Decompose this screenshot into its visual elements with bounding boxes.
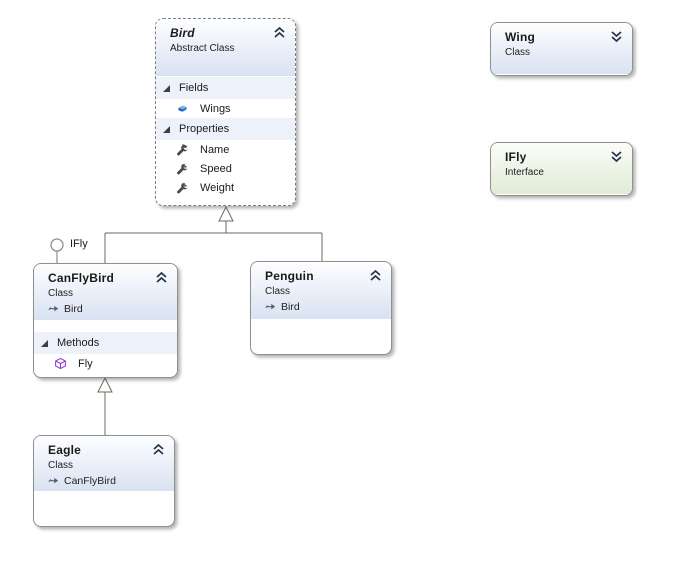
collapse-chevron-icon[interactable]	[152, 444, 165, 455]
base-type-row: Bird	[265, 300, 381, 315]
expander-icon[interactable]	[163, 125, 170, 133]
box-subtitle: Abstract Class	[170, 43, 235, 54]
inherits-arrow-icon	[48, 474, 59, 489]
lollipop-interface-icon[interactable]	[50, 238, 64, 263]
collapse-chevron-icon[interactable]	[273, 27, 286, 38]
expander-icon[interactable]	[41, 339, 48, 347]
member-label: Weight	[200, 181, 235, 194]
class-box-canflybird[interactable]: CanFlyBird Class Bird Methods	[33, 263, 178, 378]
box-subtitle: Class	[48, 460, 74, 471]
member-row-wings[interactable]: Wings	[156, 99, 295, 118]
collapse-chevron-icon[interactable]	[369, 270, 382, 281]
box-subtitle: Interface	[505, 167, 544, 178]
section-properties[interactable]: Properties	[156, 118, 295, 140]
class-box-wing[interactable]: Wing Class	[490, 22, 633, 76]
expand-chevron-icon[interactable]	[610, 31, 623, 42]
interface-box-ifly[interactable]: IFly Interface	[490, 142, 633, 196]
expander-icon[interactable]	[163, 84, 170, 92]
base-type-label: CanFlyBird	[64, 475, 116, 487]
section-label: Fields	[179, 82, 209, 94]
box-title: Penguin	[265, 269, 314, 283]
base-type-label: Bird	[281, 301, 300, 313]
box-title: IFly	[505, 150, 527, 164]
inheritance-connector-eagle[interactable]	[97, 376, 113, 435]
header-body-gap	[34, 321, 177, 332]
base-type-row: Bird	[48, 302, 167, 317]
class-box-penguin[interactable]: Penguin Class Bird	[250, 261, 392, 355]
section-fields[interactable]: Fields	[156, 77, 295, 99]
member-row-weight[interactable]: Weight	[156, 178, 295, 197]
property-icon	[175, 162, 189, 176]
collapse-chevron-icon[interactable]	[155, 272, 168, 283]
section-label: Properties	[179, 123, 230, 135]
box-title: CanFlyBird	[48, 271, 115, 285]
property-icon	[175, 143, 189, 157]
box-subtitle: Class	[265, 286, 291, 297]
base-type-row: CanFlyBird	[48, 474, 164, 489]
ifly-header: IFly Interface	[491, 143, 632, 195]
property-icon	[175, 181, 189, 195]
expand-chevron-icon[interactable]	[610, 151, 623, 162]
box-title: Eagle	[48, 443, 82, 457]
member-label: Fly	[78, 357, 93, 370]
member-row-name[interactable]: Name	[156, 140, 295, 159]
box-title: Wing	[505, 30, 536, 44]
section-label: Methods	[57, 337, 100, 349]
method-icon	[53, 357, 67, 371]
lollipop-label: IFly	[70, 238, 88, 250]
box-subtitle: Class	[48, 288, 74, 299]
inherits-arrow-icon	[265, 300, 276, 315]
member-label: Speed	[200, 162, 232, 175]
base-type-label: Bird	[64, 303, 83, 315]
penguin-header: Penguin Class Bird	[251, 262, 391, 320]
field-icon	[175, 102, 189, 116]
section-methods[interactable]: Methods	[34, 332, 177, 354]
canflybird-header: CanFlyBird Class Bird	[34, 264, 177, 321]
inherits-arrow-icon	[48, 302, 59, 317]
box-subtitle: Class	[505, 47, 531, 58]
member-label: Name	[200, 143, 230, 156]
box-title: Bird	[170, 26, 195, 40]
member-row-fly[interactable]: Fly	[34, 354, 177, 373]
class-box-bird[interactable]: Bird Abstract Class Fields Wings	[155, 18, 296, 206]
eagle-header: Eagle Class CanFlyBird	[34, 436, 174, 492]
member-label: Wings	[200, 102, 231, 115]
inheritance-connector-bird[interactable]	[104, 205, 323, 263]
wing-header: Wing Class	[491, 23, 632, 75]
member-row-speed[interactable]: Speed	[156, 159, 295, 178]
class-box-eagle[interactable]: Eagle Class CanFlyBird	[33, 435, 175, 527]
bird-header: Bird Abstract Class	[156, 19, 295, 77]
